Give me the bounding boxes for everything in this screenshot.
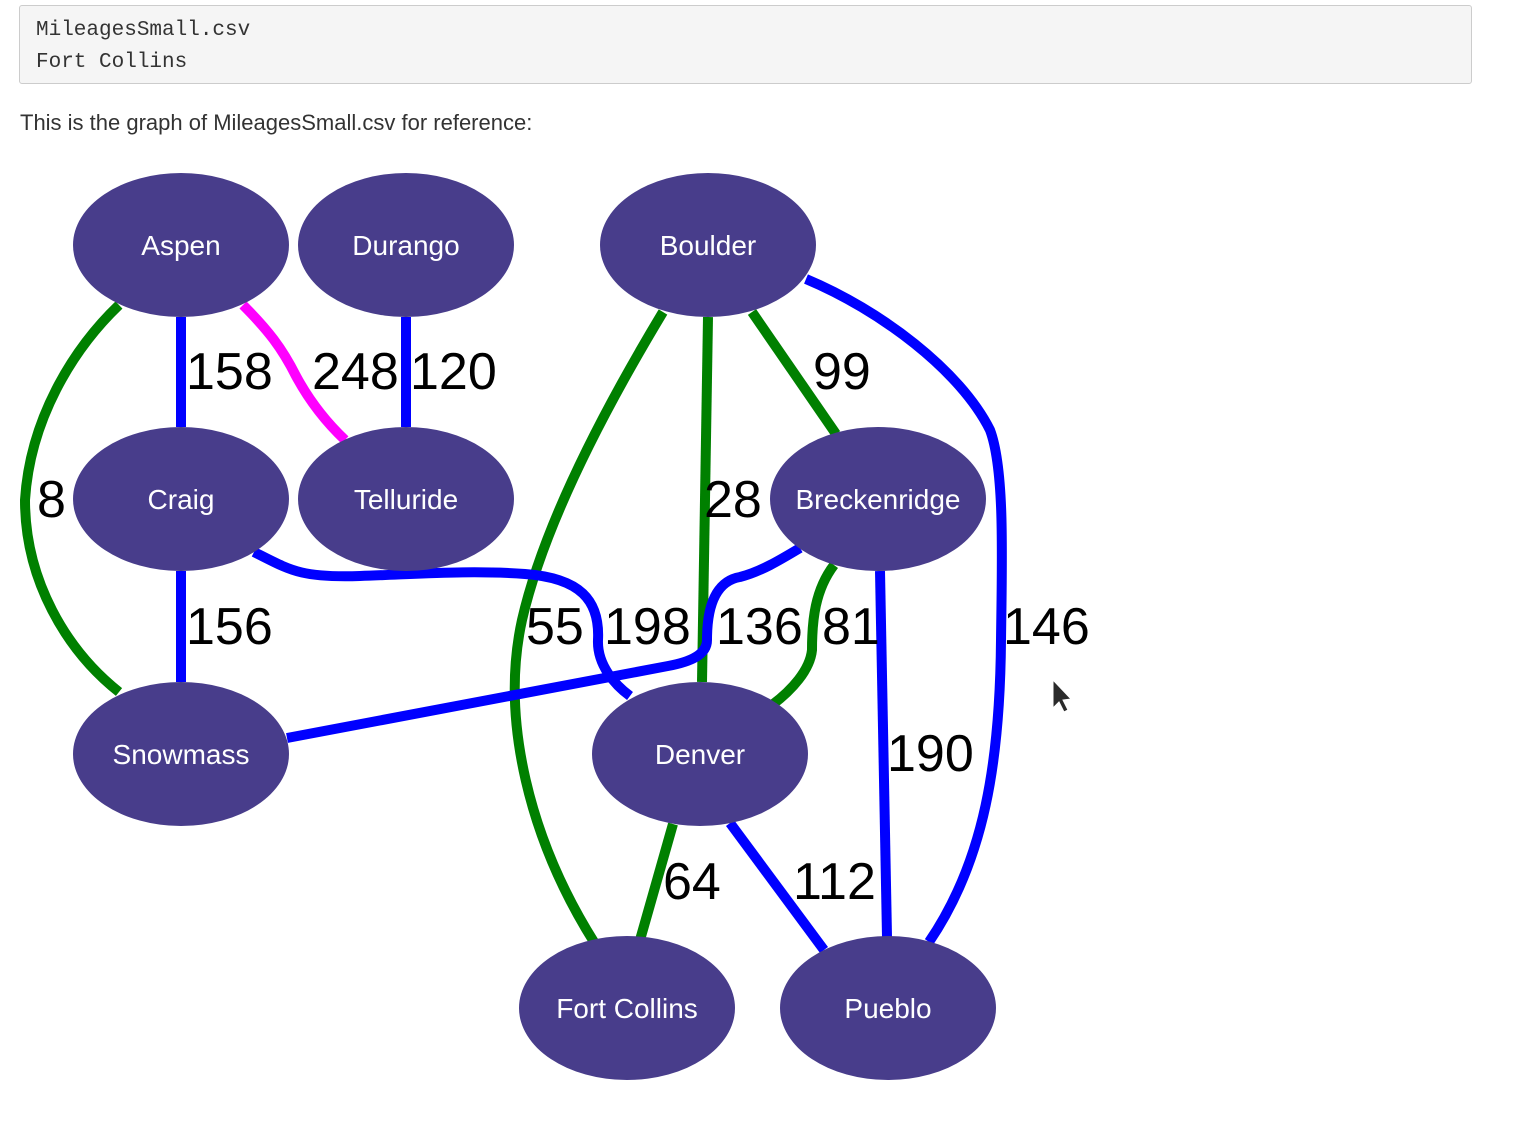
node-label-breckenridge: Breckenridge [796,484,961,515]
node-ellipse-pueblo [780,936,996,1080]
edge-aspen-snowmass [20,301,123,696]
node-fort-collins: Fort Collins [519,936,735,1080]
edge-breckenridge-pueblo [875,570,892,938]
node-label-pueblo: Pueblo [844,993,931,1024]
edge-boulder-fort-collins [509,309,668,945]
node-ellipse-durango [298,173,514,317]
node-label-denver: Denver [655,739,745,770]
edge-label-boulder-fort-collins: 55 [526,598,584,656]
edge-boulder-pueblo [804,274,1007,945]
edge-boulder-denver [697,316,713,683]
edge-label-craig-snowmass: 156 [186,598,273,656]
edge-label-aspen-telluride: 248 [312,343,399,401]
node-label-snowmass: Snowmass [113,739,250,770]
node-label-fort-collins: Fort Collins [556,993,698,1024]
node-pueblo: Pueblo [780,936,996,1080]
edge-label-craig-denver: 198 [604,598,691,656]
node-snowmass: Snowmass [73,682,289,826]
node-label-telluride: Telluride [354,484,458,515]
node-ellipse-boulder [600,173,816,317]
edge-denver-pueblo [725,820,829,953]
node-boulder: Boulder [600,173,816,317]
node-craig: Craig [73,427,289,571]
node-ellipse-aspen [73,173,289,317]
node-durango: Durango [298,173,514,317]
node-ellipse-breckenridge [770,427,986,571]
edge-label-aspen-craig: 158 [186,343,273,401]
node-ellipse-snowmass [73,682,289,826]
code-line-city: Fort Collins [36,51,188,74]
edge-boulder-breckenridge [747,309,841,437]
node-label-aspen: Aspen [141,230,220,261]
code-block: MileagesSmall.csv Fort Collins [19,5,1472,84]
edge-aspen-telluride [239,301,349,444]
node-label-durango: Durango [352,230,459,261]
node-breckenridge: Breckenridge [770,427,986,571]
graph-caption: This is the graph of MileagesSmall.csv f… [20,110,533,135]
edge-breckenridge-snowmass [286,543,803,743]
edge-layer [20,274,1007,953]
node-ellipse-telluride [298,427,514,571]
node-label-craig: Craig [148,484,215,515]
node-ellipse-fort-collins [519,936,735,1080]
edge-label-boulder-breckenridge: 99 [813,343,871,401]
code-line-filename: MileagesSmall.csv [36,19,251,42]
node-ellipse-denver [592,682,808,826]
edge-label-boulder-pueblo: 146 [1003,598,1090,656]
node-ellipse-craig [73,427,289,571]
edge-denver-fort-collins [635,822,678,942]
edge-label-boulder-denver: 28 [704,471,762,529]
edge-label-durango-telluride: 120 [410,343,497,401]
edge-label-denver-pueblo: 112 [793,853,876,911]
edge-label-denver-fort-collins: 64 [663,853,721,911]
node-aspen: Aspen [73,173,289,317]
edge-label-breckenridge-pueblo: 190 [887,725,974,783]
node-denver: Denver [592,682,808,826]
arrow-cursor-icon [1052,678,1073,713]
node-label-boulder: Boulder [660,230,757,261]
edge-craig-denver [251,547,634,701]
node-telluride: Telluride [298,427,514,571]
edge-label-aspen-snowmass: 8 [37,471,66,529]
edge-label-breckenridge-snowmass: 136 [716,598,803,656]
edge-breckenridge-denver [768,561,839,709]
edge-label-breckenridge-denver: 81 [822,598,880,656]
